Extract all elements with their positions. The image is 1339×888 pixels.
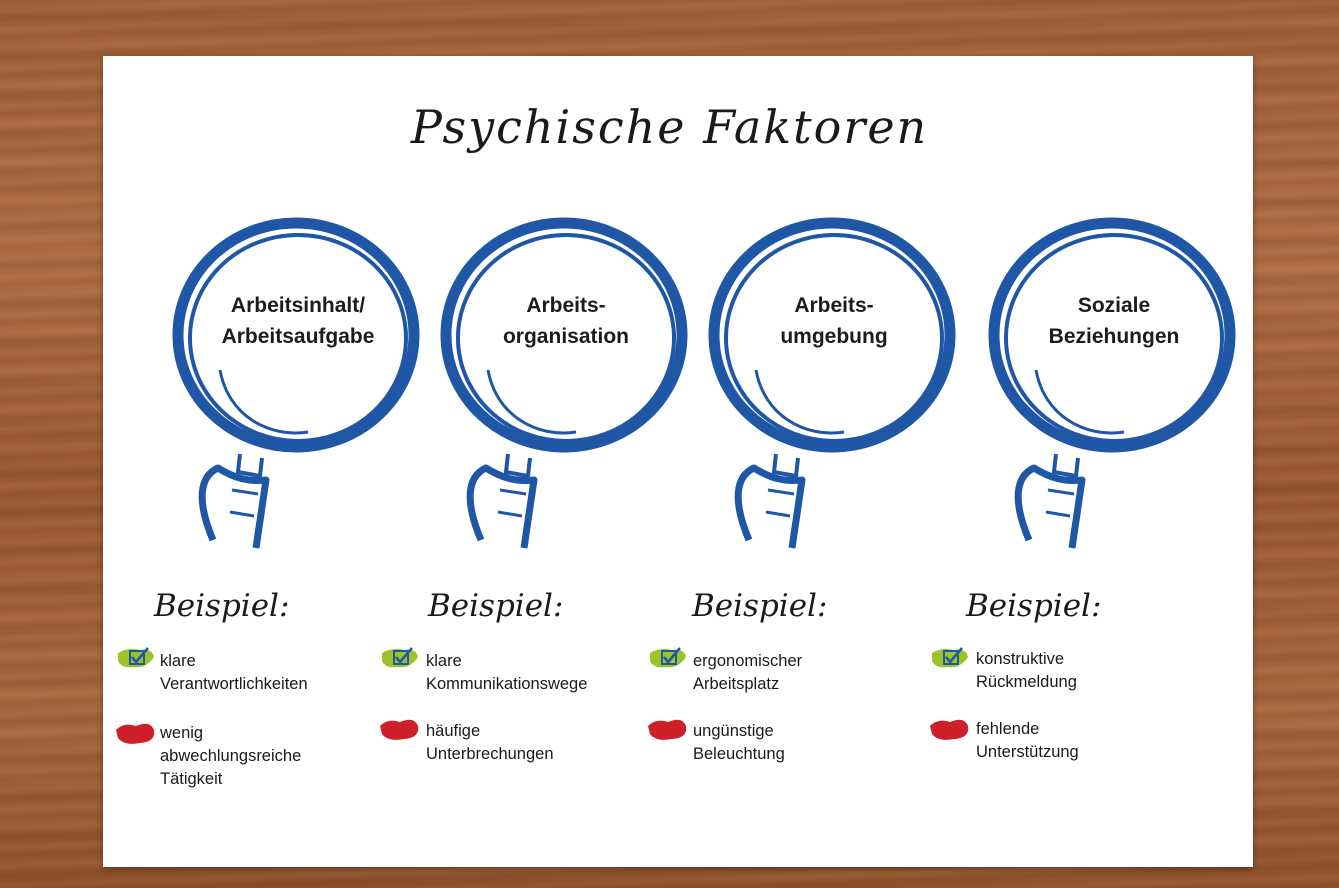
- negative-example: häufige Unterbrechungen: [426, 722, 554, 763]
- negative-example: fehlende Unterstützung: [976, 720, 1079, 761]
- negative-example: ungünstige Beleuchtung: [693, 722, 785, 763]
- beispiel-heading: Beispiel:: [428, 588, 564, 624]
- check-positive-icon: [648, 645, 688, 671]
- beispiel-heading: Beispiel:: [692, 588, 828, 624]
- beispiel-heading: Beispiel:: [966, 588, 1102, 624]
- factor-column-arbeitsumgebung: Arbeits- umgebung Beispiel: ergonomische…: [648, 0, 984, 888]
- factor-label: Soziale Beziehungen: [1048, 294, 1180, 348]
- positive-example: konstruktive Rückmeldung: [976, 650, 1077, 691]
- check-positive-icon: [116, 645, 156, 671]
- magnifier-icon: [964, 200, 1264, 570]
- factor-column-arbeitsinhalt: Arbeitsinhalt/ Arbeitsaufgabe Beispiel: …: [116, 0, 448, 888]
- negative-mark-icon: [930, 716, 970, 742]
- check-positive-icon: [380, 645, 420, 671]
- magnifier-icon: [416, 200, 716, 570]
- negative-example: wenig abwechlungsreiche Tätigkeit: [160, 724, 302, 788]
- page-title: Psychische Faktoren: [410, 100, 929, 154]
- magnifier-icon: [148, 200, 448, 570]
- factor-label: Arbeitsinhalt/ Arbeitsaufgabe: [221, 294, 375, 348]
- factor-column-arbeitsorganisation: Arbeits- organisation Beispiel: klare Ko…: [380, 0, 716, 888]
- check-positive-icon: [930, 645, 970, 671]
- positive-example: ergonomischer Arbeitsplatz: [693, 652, 803, 693]
- factor-label: Arbeits- organisation: [502, 294, 629, 348]
- positive-example: klare Kommunikationswege: [426, 652, 588, 693]
- magnifier-icon: [684, 200, 984, 570]
- factor-label: Arbeits- umgebung: [780, 294, 888, 348]
- factor-column-soziale-beziehungen: Soziale Beziehungen Beispiel: konstrukti…: [930, 0, 1264, 888]
- negative-mark-icon: [116, 720, 156, 746]
- negative-mark-icon: [648, 716, 688, 742]
- negative-mark-icon: [380, 716, 420, 742]
- beispiel-heading: Beispiel:: [154, 588, 290, 624]
- positive-example: klare Verantwortlichkeiten: [160, 652, 308, 693]
